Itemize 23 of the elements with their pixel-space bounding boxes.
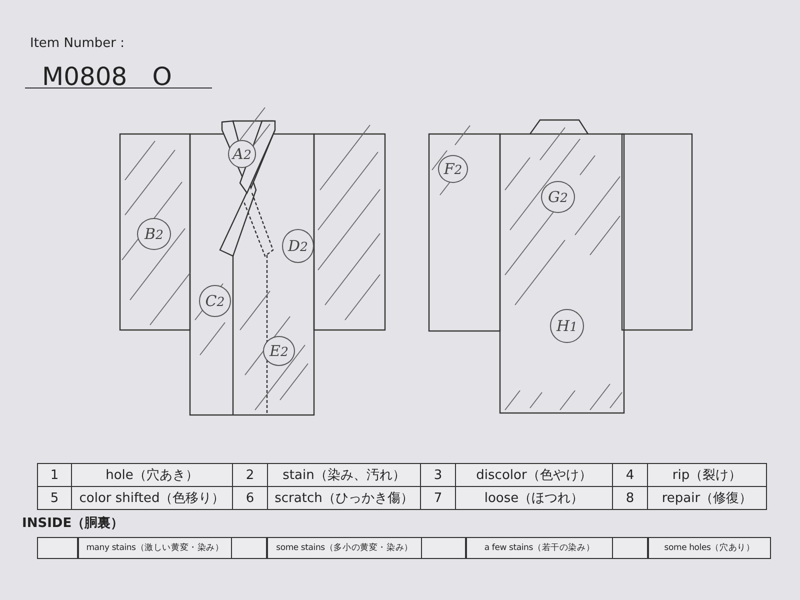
table-cell: scratch（ひっかき傷） [267,486,421,510]
table-cell: discolor（色やけ） [455,463,613,487]
table-cell: hole（穴あき） [71,463,233,487]
table-cell: color shifted（色移り） [71,486,233,510]
table-cell: 8 [612,486,648,510]
table-cell: stain（染み、汚れ） [267,463,421,487]
table-cell: loose（ほつれ） [455,486,613,510]
table-cell: 7 [420,486,456,510]
table-cell: many stains（激しい黄変・染み） [78,537,232,559]
table-cell: 5 [37,486,72,510]
item-number: M0808 O [42,61,173,88]
table-cell: 4 [612,463,648,487]
table-cell: repair（修復） [647,486,767,510]
table-cell: a few stains（若干の染み） [466,537,613,559]
table-cell: 6 [232,486,268,510]
table-cell: 2 [232,463,268,487]
table-cell: 1 [37,463,72,487]
table-cell: some holes（穴あり） [648,537,771,559]
form-label: Item Number : [30,36,126,53]
section-heading: INSIDE（胴裏） [22,515,125,532]
table-cell: rip（裂け） [647,463,767,487]
table-cell: some stains（多小の黄変・染み） [267,537,422,559]
table-cell: 3 [420,463,456,487]
